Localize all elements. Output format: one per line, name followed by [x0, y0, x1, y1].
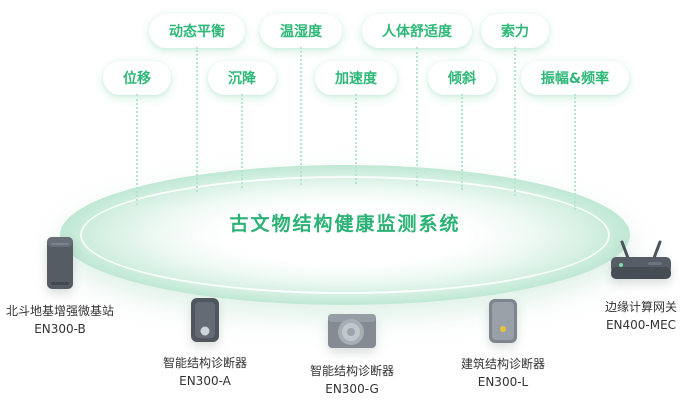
- pill-human-comfort: 人体舒适度: [362, 14, 472, 48]
- device-model: EN300-G: [325, 382, 379, 396]
- edge-gateway-icon: [608, 240, 674, 288]
- base-station-icon: [39, 234, 81, 292]
- platform-ring: [80, 176, 610, 294]
- system-title: 古文物结构健康监测系统: [229, 213, 461, 235]
- connector-line: [300, 47, 302, 185]
- connector-line: [241, 94, 243, 188]
- device-name: 建筑结构诊断器: [460, 357, 545, 371]
- pill-displacement: 位移: [103, 61, 171, 95]
- pill-settlement: 沉降: [208, 61, 276, 95]
- connector-line: [574, 94, 576, 210]
- device-en300-b: 北斗地基增强微基站 EN300-B: [0, 234, 130, 336]
- device-name: 北斗地基增强微基站: [5, 304, 114, 318]
- device-en300-g: 智能结构诊断器 EN300-G: [282, 306, 422, 396]
- device-model: EN400-MEC: [605, 318, 677, 332]
- building-diagnoser-icon: [485, 297, 521, 345]
- connector-line: [136, 94, 138, 205]
- device-en400-mec: 边缘计算网关 EN400-MEC: [571, 240, 691, 332]
- device-en300-l: 建筑结构诊断器 EN300-L: [433, 297, 573, 389]
- connector-line: [461, 94, 463, 190]
- device-model: EN300-B: [34, 322, 86, 336]
- platform-ellipse: 古文物结构健康监测系统: [60, 165, 630, 305]
- connector-line: [196, 47, 198, 192]
- device-name: 边缘计算网关: [604, 300, 677, 314]
- pill-cable-force: 索力: [481, 14, 549, 48]
- pill-temp-humidity: 温湿度: [260, 14, 342, 48]
- structure-diagnoser-icon: [186, 296, 224, 344]
- connector-line: [416, 47, 418, 186]
- device-en300-a: 智能结构诊断器 EN300-A: [135, 296, 275, 388]
- device-name: 智能结构诊断器: [162, 356, 247, 370]
- pill-acceleration: 加速度: [315, 61, 397, 95]
- device-model: EN300-L: [477, 375, 529, 389]
- pill-amplitude-freq: 振幅&频率: [520, 61, 630, 95]
- device-name: 智能结构诊断器: [309, 364, 394, 378]
- connector-line: [355, 94, 357, 184]
- round-sensor-diagnoser-icon: [326, 306, 378, 352]
- connector-line: [514, 47, 516, 196]
- pill-dynamic-balance: 动态平衡: [149, 14, 245, 48]
- device-model: EN300-A: [179, 374, 231, 388]
- pill-tilt: 倾斜: [428, 61, 496, 95]
